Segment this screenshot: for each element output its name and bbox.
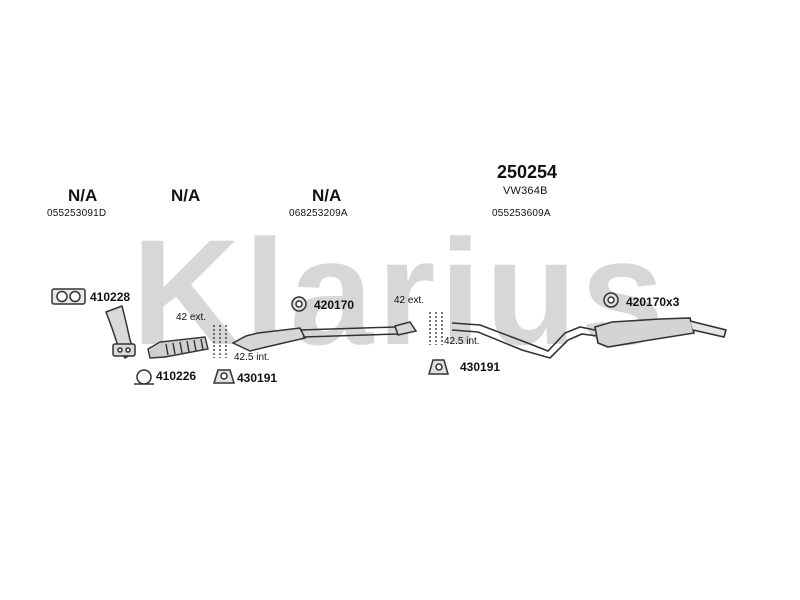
column-1-oem-number: 055253091D [47, 208, 107, 219]
part-number-420170x3: 420170x3 [626, 295, 680, 309]
joint-marker-1 [213, 325, 227, 358]
column-4-model: VW364B [503, 185, 548, 197]
column-1-header: N/A [68, 186, 98, 205]
joint-1-external-diameter: 42 ext. [176, 312, 207, 323]
column-3-header: N/A [312, 186, 342, 205]
rear-pipe-and-silencer [451, 317, 727, 359]
joint-1-internal-diameter: 42.5 int. [234, 352, 270, 363]
gasket-icon [51, 288, 86, 305]
column-2-header: N/A [171, 186, 201, 205]
clamp-icon [134, 369, 154, 385]
rubber-mount-icon [603, 292, 619, 308]
rubber-mount-icon [291, 296, 307, 312]
rubber-mount-icon [428, 359, 449, 375]
column-4-header: 250254 [497, 162, 558, 182]
joint-2-external-diameter: 42 ext. [394, 295, 425, 306]
part-number-430191-b: 430191 [460, 360, 501, 374]
part-number-430191-a: 430191 [237, 371, 278, 385]
flexible-joint-pipe [147, 336, 209, 359]
part-number-410228: 410228 [90, 290, 131, 304]
column-3-oem-number: 068253209A [289, 208, 348, 219]
centre-silencer [231, 321, 418, 352]
joint-marker-2 [429, 312, 443, 345]
front-pipe-manifold [105, 305, 136, 360]
joint-2-internal-diameter: 42.5 int. [444, 336, 480, 347]
part-number-420170: 420170 [314, 298, 355, 312]
rubber-mount-icon [212, 369, 236, 384]
column-4-oem-number: 055253609A [492, 208, 551, 219]
part-number-410226: 410226 [156, 369, 197, 383]
